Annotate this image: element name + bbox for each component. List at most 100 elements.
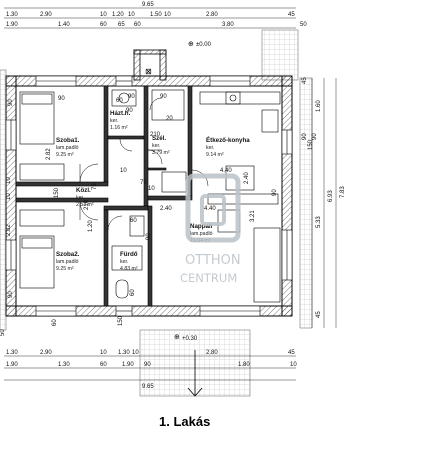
room-name-szeli: Szél. xyxy=(152,135,166,142)
dim-left-col: 10 xyxy=(6,177,12,184)
plan-caption: 1. Lakás xyxy=(159,414,210,429)
dim-interior: 90 xyxy=(272,189,278,196)
dim-right-col: 6.93 xyxy=(328,190,334,202)
right-terrace xyxy=(299,77,313,329)
dim-interior: 1.20 xyxy=(88,220,94,232)
dim-interior: 60 xyxy=(130,289,136,296)
dim-top-row2: 2.80 xyxy=(206,12,218,18)
dim-left-col: 10 xyxy=(6,193,12,200)
watermark: OTTHON CENTRUM xyxy=(180,173,241,285)
room-name-kozl: Közl. xyxy=(76,187,91,194)
dim-interior: 90 xyxy=(128,94,135,100)
room-name-szoba1: Szoba1. xyxy=(56,137,80,144)
room-area-etkezo: 9.14 m² xyxy=(206,152,224,158)
interior-walls xyxy=(15,85,193,307)
dim-top-row3: 3.80 xyxy=(222,22,234,28)
dim-bottom-row1: 10 xyxy=(132,350,139,356)
room-floor-szoba2: lam.padló xyxy=(56,259,79,265)
stair-arrow xyxy=(187,350,203,397)
room-floor-kozl: ker. xyxy=(76,195,84,201)
room-area-szoba1: 9.25 m² xyxy=(56,152,74,158)
dim-right-col: 90 xyxy=(312,133,318,140)
svg-text:⊠: ⊠ xyxy=(145,67,152,76)
dim-left-col: 90 xyxy=(8,291,14,298)
entrance-porch: ⊠ xyxy=(133,49,167,81)
dim-interior: 90 xyxy=(160,94,167,100)
room-area-kozl: 2.53 m² xyxy=(76,202,94,208)
dim-right-col: 5.33 xyxy=(316,216,322,228)
dim-interior: 4.40 xyxy=(220,168,232,174)
dim-interior: 3.21 xyxy=(250,210,256,222)
dim-top-row3: 1.40 xyxy=(58,22,70,28)
dim-left-col: 90 xyxy=(8,99,14,106)
dim-interior: 90 xyxy=(58,96,65,102)
room-area-haztb: 1.16 m² xyxy=(110,125,128,131)
dim-top-row2: 1.20 xyxy=(112,12,124,18)
dim-bottom-row2: 10 xyxy=(290,362,297,368)
door-swings xyxy=(79,97,209,231)
dim-bottom-row2: 1.80 xyxy=(238,362,250,368)
dim-right-col: 90 xyxy=(302,133,308,140)
dim-interior: 75 xyxy=(92,183,98,190)
room-name-szoba2: Szoba2. xyxy=(56,251,80,258)
svg-text:⊕: ⊕ xyxy=(188,40,194,48)
dim-interior: 210 xyxy=(150,132,161,138)
dim-top-row2: 10 xyxy=(164,12,171,18)
level-label: +0.30 xyxy=(182,336,198,342)
room-name-etkezo: Étkező-konyha xyxy=(206,136,250,144)
dim-right-col: 45 xyxy=(302,77,308,84)
watermark-logo-mark xyxy=(185,173,241,243)
dim-interior: 210 xyxy=(84,199,90,210)
dim-top-row3: 60 xyxy=(100,22,107,28)
dim-interior: 20 xyxy=(166,116,173,122)
dim-bottom-row2: 90 xyxy=(144,362,151,368)
room-floor-szeli: ker. xyxy=(152,143,160,149)
room-name-haztb: Házt.h. xyxy=(110,110,131,117)
dim-interior: 2.40 xyxy=(160,206,172,212)
dim-top-row3: 1.90 xyxy=(6,22,18,28)
level-markers: ⊕ ⊕ xyxy=(174,40,194,341)
dim-left-col: 50 xyxy=(0,329,6,336)
watermark-line2: CENTRUM xyxy=(180,271,237,285)
dim-interior: 10 xyxy=(120,168,127,174)
dim-interior: 75 xyxy=(140,180,147,186)
dim-interior: 60 xyxy=(116,98,123,104)
room-floor-szoba1: lam.padló xyxy=(56,145,79,151)
room-area-szeli: 3.79 m² xyxy=(152,150,170,156)
top-terrace xyxy=(261,29,299,81)
room-name-nappali: Nappali xyxy=(190,223,213,230)
dim-interior: 90 xyxy=(146,233,152,240)
dim-bottom-row1: 2.80 xyxy=(206,350,218,356)
dim-interior: 60 xyxy=(52,319,58,326)
dim-right-col: 1.60 xyxy=(316,100,322,112)
level-label: ±0.00 xyxy=(196,42,212,48)
dim-interior: 150 xyxy=(118,315,124,326)
room-name-furdo: Fürdő xyxy=(120,251,138,258)
dim-top-row2: 2.90 xyxy=(40,12,52,18)
room-area-furdo: 4.83 m² xyxy=(120,266,138,272)
dim-top-row3: 60 xyxy=(134,22,141,28)
dim-top-row2: 10 xyxy=(128,12,135,18)
dim-right-col: 7.83 xyxy=(340,186,346,198)
dim-bottom-row1: 45 xyxy=(288,350,295,356)
svg-text:⊕: ⊕ xyxy=(174,333,180,341)
room-floor-haztb: ker. xyxy=(110,118,118,124)
dim-left-col: 2.82 xyxy=(6,224,12,236)
dim-bottom-row2: 60 xyxy=(100,362,107,368)
room-floor-etkezo: ker. xyxy=(206,145,214,151)
dim-bottom-row2: 1.90 xyxy=(122,362,134,368)
dim-bottom-row1: 2.90 xyxy=(40,350,52,356)
dim-interior: 150 xyxy=(54,187,60,198)
dim-top-row2: 1.50 xyxy=(150,12,162,18)
dim-bottom-row1: 1.30 xyxy=(6,350,18,356)
dim-top-total: 9.65 xyxy=(142,2,154,8)
room-floor-nappali: lam.padló xyxy=(190,231,213,237)
dim-interior: 10 xyxy=(148,186,155,192)
dim-top-right: 50 xyxy=(300,22,307,28)
dim-top-row2: 45 xyxy=(288,12,295,18)
dim-bottom-row2: 1.90 xyxy=(6,362,18,368)
dim-interior: 4.40 xyxy=(204,206,216,212)
dim-right-col: 45 xyxy=(316,311,322,318)
